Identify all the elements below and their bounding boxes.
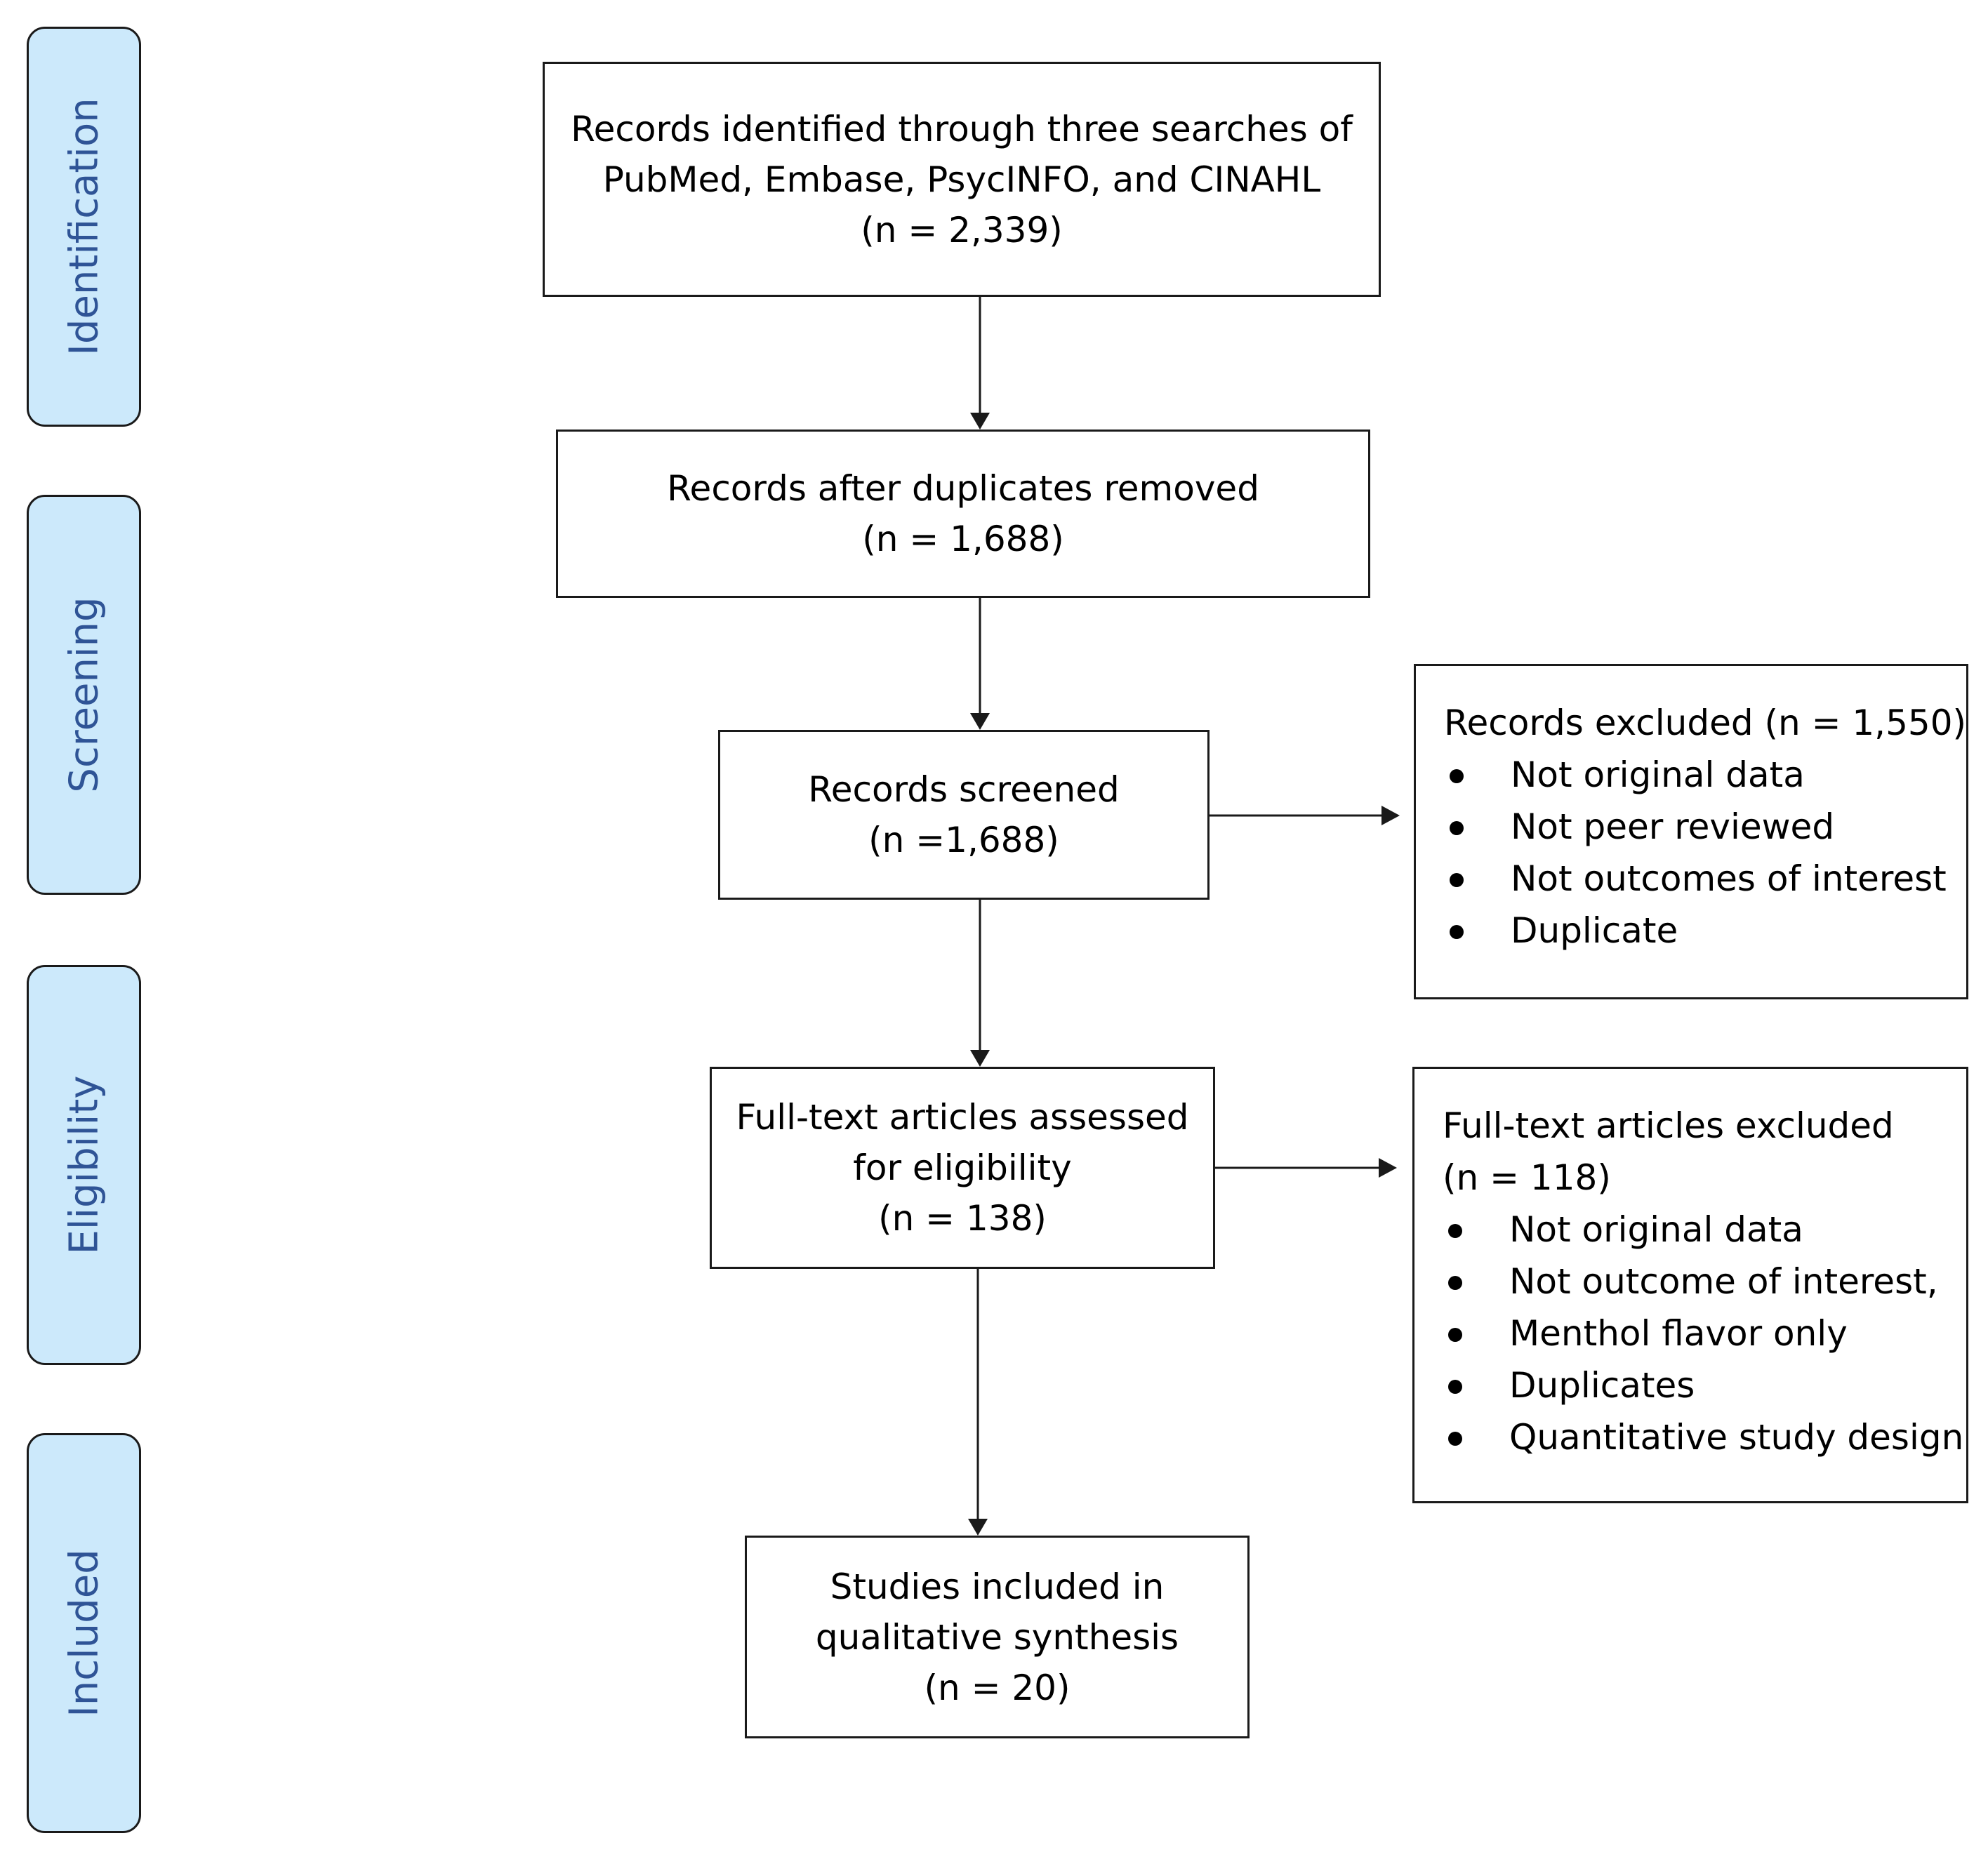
exclusion-reason: Duplicate [1511, 910, 1678, 951]
bullet-icon [1450, 769, 1464, 783]
list-item: Quantitative study design [1443, 1411, 1966, 1463]
bullet-icon [1450, 821, 1464, 835]
fulltext-assessed-line2: for eligibility [853, 1147, 1072, 1188]
exclusion-reason: Not outcome of interest, [1509, 1261, 1938, 1302]
records-identified-line1: Records identified through three searche… [571, 108, 1353, 149]
exclusion-reason: Not peer reviewed [1511, 806, 1835, 847]
records-deduplicated-box: Records after duplicates removed (n = 1,… [556, 430, 1370, 598]
arrowhead-icon [970, 713, 990, 730]
phase-included: Included [27, 1433, 141, 1833]
bullet-icon [1448, 1380, 1462, 1394]
records-screened-box: Records screened (n =1,688) [718, 730, 1210, 900]
bullet-icon [1450, 873, 1464, 887]
fulltext-assessed-count: (n = 138) [878, 1198, 1047, 1239]
records-identified-box: Records identified through three searche… [543, 62, 1381, 297]
exclusion-reason: Menthol flavor only [1509, 1313, 1848, 1354]
exclusion-reason: Quantitative study design [1509, 1417, 1964, 1458]
studies-included-line2: qualitative synthesis [815, 1616, 1179, 1658]
list-item: Menthol flavor only [1443, 1307, 1966, 1359]
records-excluded-heading: Records excluded (n = 1,550) [1444, 703, 1967, 743]
records-identified-line2: PubMed, Embase, PsycINFO, and CINAHL [602, 159, 1321, 200]
phase-screening: Screening [27, 495, 141, 895]
studies-included-count: (n = 20) [924, 1667, 1071, 1708]
records-excluded-box: Records excluded (n = 1,550) Not origina… [1414, 664, 1968, 999]
fulltext-excluded-heading: Full-text articles excluded [1443, 1105, 1894, 1146]
list-item: Not outcome of interest, [1443, 1256, 1966, 1307]
list-item: Duplicates [1443, 1359, 1966, 1411]
phase-identification: Identification [27, 27, 141, 427]
records-screened-count: (n =1,688) [868, 820, 1059, 860]
fulltext-excluded-box: Full-text articles excluded (n = 118) No… [1412, 1067, 1968, 1503]
records-screened-line1: Records screened [808, 769, 1120, 810]
exclusion-reason: Not original data [1509, 1209, 1803, 1250]
bullet-icon [1448, 1224, 1462, 1238]
exclusion-reason: Duplicates [1509, 1365, 1695, 1406]
list-item: Not peer reviewed [1444, 801, 1966, 853]
fulltext-excluded-reasons: Not original data Not outcome of interes… [1443, 1204, 1966, 1463]
bullet-icon [1448, 1328, 1462, 1342]
records-deduplicated-count: (n = 1,688) [862, 519, 1064, 559]
records-excluded-reasons: Not original data Not peer reviewed Not … [1444, 749, 1966, 957]
arrowhead-icon [970, 1050, 990, 1067]
bullet-icon [1448, 1432, 1462, 1446]
exclusion-reason: Not outcomes of interest [1511, 858, 1947, 899]
fulltext-assessed-box: Full-text articles assessed for eligibil… [710, 1067, 1215, 1269]
list-item: Not original data [1444, 749, 1966, 801]
fulltext-assessed-line1: Full-text articles assessed [736, 1097, 1189, 1138]
studies-included-line1: Studies included in [830, 1566, 1165, 1607]
arrowhead-icon [1381, 806, 1400, 825]
arrowhead-icon [970, 413, 990, 430]
arrowhead-icon [1379, 1158, 1397, 1178]
records-deduplicated-line1: Records after duplicates removed [667, 468, 1259, 509]
arrowhead-icon [968, 1519, 988, 1536]
list-item: Not outcomes of interest [1444, 853, 1966, 905]
studies-included-box: Studies included in qualitative synthesi… [745, 1536, 1250, 1738]
list-item: Duplicate [1444, 905, 1966, 957]
phase-eligibility: Eligibility [27, 965, 141, 1365]
fulltext-excluded-count: (n = 118) [1443, 1157, 1611, 1198]
bullet-icon [1448, 1276, 1462, 1290]
bullet-icon [1450, 925, 1464, 939]
records-identified-count: (n = 2,339) [861, 209, 1063, 251]
list-item: Not original data [1443, 1204, 1966, 1256]
exclusion-reason: Not original data [1511, 754, 1805, 795]
